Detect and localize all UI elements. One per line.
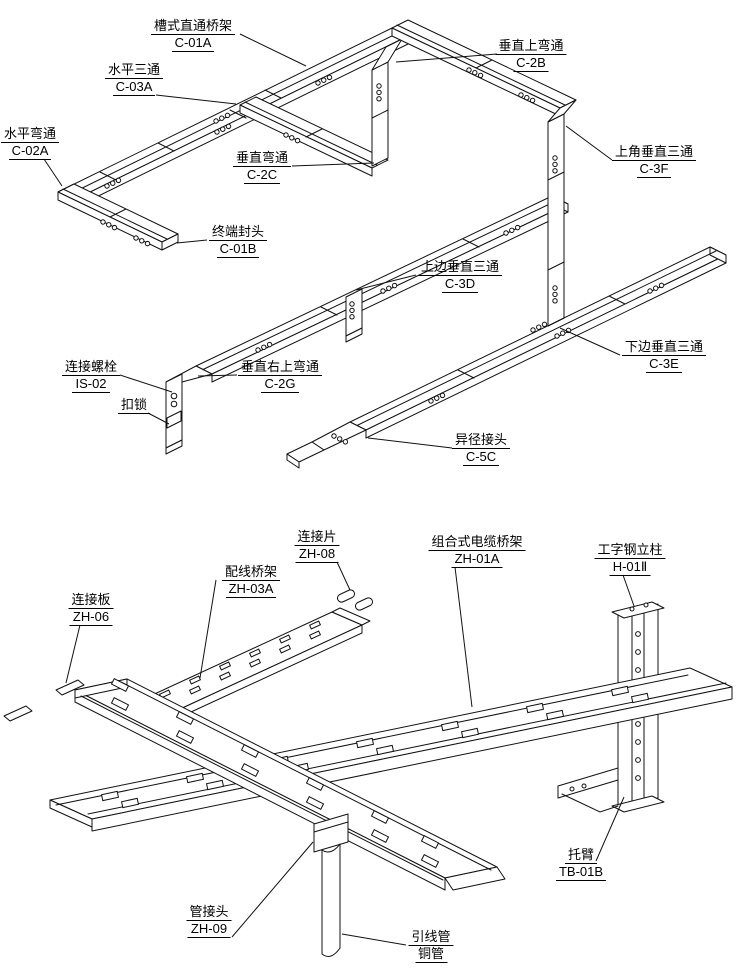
- label-name: 槽式直通桥架: [150, 18, 236, 35]
- label-code: TB-01B: [555, 864, 607, 881]
- label-support-bracket: 托臂 TB-01B: [555, 847, 607, 881]
- main-ladder-tray: [49, 667, 733, 832]
- tray-horizontal-bend: [57, 183, 179, 251]
- connection-plates: [3, 679, 85, 722]
- label-name: 工字钢立柱: [594, 542, 666, 559]
- label-code: C-3D: [441, 276, 479, 293]
- label-code: C-3F: [636, 161, 672, 178]
- label-name: 组合式电缆桥架: [428, 534, 526, 551]
- crossing-ladder-tray: [74, 678, 506, 891]
- label-straight-tray: 槽式直通桥架 C-01A: [150, 18, 236, 52]
- label-code: ZH-09: [187, 921, 231, 938]
- label-lower-side-vertical-tee: 下边垂直三通 C-3E: [621, 339, 707, 373]
- label-code: 铜管: [414, 946, 448, 963]
- top-diagram-cable-tray-assembly: [57, 19, 727, 469]
- lock-clip: [166, 410, 182, 429]
- label-code: C-02A: [8, 143, 52, 160]
- label-end-cap: 终端封头 C-01B: [208, 224, 268, 258]
- label-horizontal-tee: 水平三通 C-03A: [104, 62, 164, 96]
- label-code: H-01Ⅱ: [609, 559, 651, 576]
- connector-strips: [336, 589, 374, 611]
- label-name: 垂直右上弯通: [237, 359, 323, 376]
- leader-lines: [43, 33, 635, 946]
- connect-bolt: [170, 392, 178, 400]
- label-name: 扣锁: [117, 397, 151, 414]
- vertical-tee-post: [345, 288, 363, 343]
- label-code: C-2C: [243, 167, 281, 184]
- label-code: IS-02: [72, 376, 110, 393]
- label-code: C-2B: [513, 55, 549, 72]
- label-reducer-joint: 异径接头 C-5C: [451, 432, 511, 466]
- label-name: 配线桥架: [221, 564, 281, 581]
- label-horizontal-bend: 水平弯通 C-02A: [0, 126, 60, 160]
- support-bracket: [557, 767, 619, 813]
- label-code: C-01B: [216, 241, 260, 258]
- label-code: ZH-08: [295, 546, 339, 563]
- label-name: 水平三通: [104, 62, 164, 79]
- tray-end-cap: [161, 233, 179, 251]
- label-connector-strip: 连接片 ZH-08: [294, 529, 340, 563]
- label-name: 垂直弯通: [232, 150, 292, 167]
- bottom-diagram-ladder-tray-assembly: [3, 589, 733, 957]
- label-code: ZH-06: [69, 609, 113, 626]
- label-code: C-01A: [171, 35, 215, 52]
- label-lead-pipe: 引线管 铜管: [408, 929, 454, 963]
- label-code: C-03A: [112, 79, 156, 96]
- label-connecting-bolt: 连接螺栓 IS-02: [61, 359, 121, 393]
- label-name: 连接板: [68, 592, 114, 609]
- label-name: 管接头: [186, 904, 232, 921]
- joint-lines: [99, 59, 626, 379]
- label-vertical-bend: 垂直弯通 C-2C: [232, 150, 292, 184]
- pipe-connector: [313, 813, 349, 853]
- label-pipe-connector: 管接头 ZH-09: [186, 904, 232, 938]
- label-wiring-tray: 配线桥架 ZH-03A: [221, 564, 281, 598]
- label-name: 连接螺栓: [61, 359, 121, 376]
- label-name: 连接片: [294, 529, 340, 546]
- label-vertical-right-up-bend: 垂直右上弯通 C-2G: [237, 359, 323, 393]
- wiring-tray: [139, 607, 371, 719]
- label-lock-clip: 扣锁: [117, 397, 151, 414]
- label-code: C-2G: [261, 376, 299, 393]
- label-name: 托臂: [564, 847, 598, 864]
- label-upper-side-vertical-tee: 上边垂直三通 C-3D: [417, 259, 503, 293]
- label-code: C-3E: [646, 356, 682, 373]
- lead-pipe: [321, 843, 341, 957]
- vertical-drop: [547, 99, 577, 327]
- label-name: 异径接头: [451, 432, 511, 449]
- label-name: 上角垂直三通: [611, 144, 697, 161]
- label-name: 水平弯通: [0, 126, 60, 143]
- label-name: 垂直上弯通: [495, 38, 567, 55]
- label-name: 下边垂直三通: [621, 339, 707, 356]
- label-code: ZH-01A: [451, 551, 503, 568]
- label-name: 上边垂直三通: [417, 259, 503, 276]
- label-code: C-5C: [462, 449, 500, 466]
- label-code: ZH-03A: [225, 581, 277, 598]
- support-post: [165, 365, 213, 455]
- label-connection-plate: 连接板 ZH-06: [68, 592, 114, 626]
- tray-reducer: [286, 421, 367, 469]
- connect-bolt: [170, 400, 178, 408]
- label-upper-corner-vertical-tee: 上角垂直三通 C-3F: [611, 144, 697, 178]
- label-combined-cable-tray: 组合式电缆桥架 ZH-01A: [428, 534, 526, 568]
- tray-lower-right-run: [349, 246, 727, 439]
- label-name: 终端封头: [208, 224, 268, 241]
- label-vertical-up-bend: 垂直上弯通 C-2B: [495, 38, 567, 72]
- label-i-beam-column: 工字钢立柱 H-01Ⅱ: [594, 542, 666, 576]
- label-name: 引线管: [408, 929, 454, 946]
